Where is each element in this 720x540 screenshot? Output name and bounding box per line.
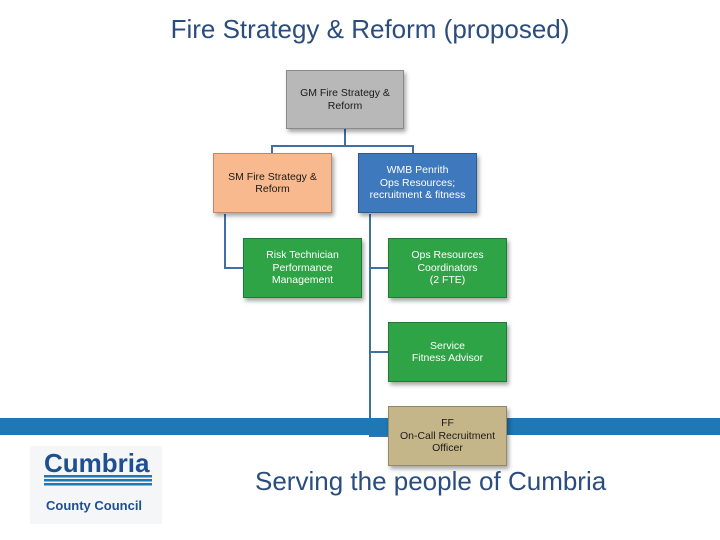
footer-tagline: Serving the people of Cumbria — [255, 466, 607, 496]
logo-subtitle: County Council — [46, 498, 143, 513]
node-wmb-penrith: WMB Penrith Ops Resources; recruitment &… — [358, 153, 477, 213]
node-ff-on-call-recruitment: FF On-Call Recruitment Officer — [388, 406, 507, 466]
node-ops-resources-coordinators: Ops Resources Coordinators (2 FTE) — [388, 238, 507, 298]
node-gm-fire-strategy: GM Fire Strategy & Reform — [286, 70, 404, 129]
logo-word-text: Cumbria — [44, 448, 150, 478]
node-risk-technician: Risk Technician Performance Management — [243, 238, 362, 298]
connector-gm-children — [271, 129, 414, 153]
footer-band — [0, 418, 720, 435]
cumbria-wordmark: Cumbria — [44, 448, 152, 486]
connector-sm-risk — [224, 214, 243, 269]
node-sm-fire-strategy: SM Fire Strategy & Reform — [213, 153, 332, 213]
cumbria-county-council-logo: Cumbria County Council — [30, 446, 162, 524]
connector-wmb-children — [369, 214, 388, 437]
node-service-fitness-advisor: Service Fitness Advisor — [388, 322, 507, 382]
page-title: Fire Strategy & Reform (proposed) — [170, 14, 570, 44]
